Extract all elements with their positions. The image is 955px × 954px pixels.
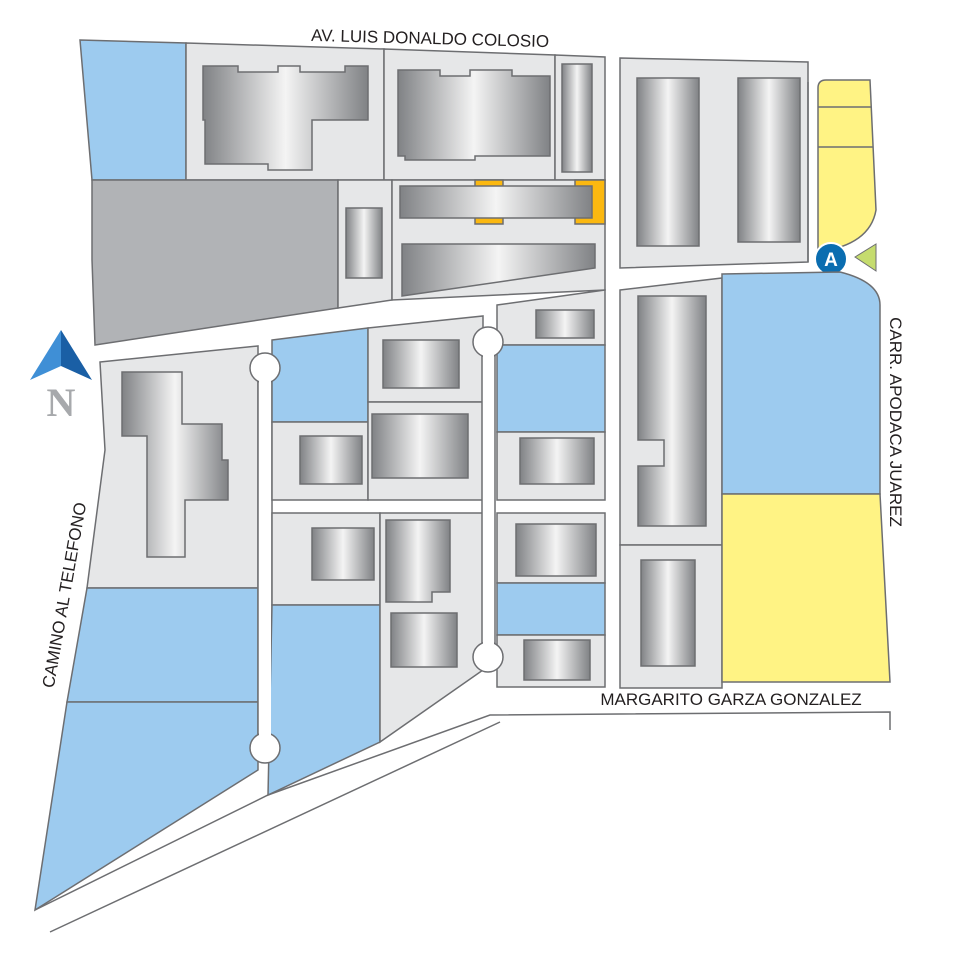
building: [371, 413, 469, 479]
street-label-south: MARGARITO GARZA GONZALEZ: [600, 690, 861, 709]
building: [311, 527, 375, 581]
lot-w-blue-1[interactable]: [66, 587, 259, 703]
lot-w-blue-2[interactable]: [34, 701, 259, 912]
access-arrow-icon: [854, 243, 877, 272]
building: [523, 639, 591, 681]
street-label-east: CARR. APODACA JUAREZ: [886, 317, 905, 527]
building: [385, 519, 451, 603]
building: [399, 185, 593, 219]
lot-nw-blue[interactable]: [79, 39, 187, 181]
building: [299, 435, 363, 485]
building: [121, 371, 229, 558]
building: [345, 207, 383, 279]
lot-m-blue-1[interactable]: [271, 327, 369, 423]
building: [535, 309, 595, 339]
lot-se-yellow[interactable]: [721, 493, 891, 683]
marker-label: A: [824, 250, 838, 271]
building: [515, 523, 597, 577]
lot-e-blue-1[interactable]: [496, 344, 606, 433]
building: [737, 77, 801, 243]
building: [397, 69, 551, 161]
road-edge: [49, 721, 501, 933]
road-edge: [34, 711, 891, 911]
building: [382, 339, 460, 389]
building: [401, 243, 596, 297]
lot-reserved[interactable]: [91, 179, 339, 346]
lot-e-blue-2[interactable]: [496, 582, 606, 636]
road-fill: [483, 342, 494, 657]
building: [636, 77, 700, 247]
lot-ne-yellow[interactable]: [817, 79, 877, 253]
north-label: N: [47, 380, 76, 425]
lot-m-blue-2[interactable]: [267, 604, 381, 797]
building: [637, 295, 707, 527]
building: [519, 437, 595, 485]
building: [390, 612, 458, 668]
road-fill: [259, 368, 271, 748]
marker-a[interactable]: A: [814, 242, 848, 276]
lot-se-blue[interactable]: [721, 271, 881, 495]
building: [561, 63, 593, 173]
north-arrow-icon: N: [30, 330, 92, 425]
building: [640, 559, 696, 667]
building: [202, 65, 369, 171]
